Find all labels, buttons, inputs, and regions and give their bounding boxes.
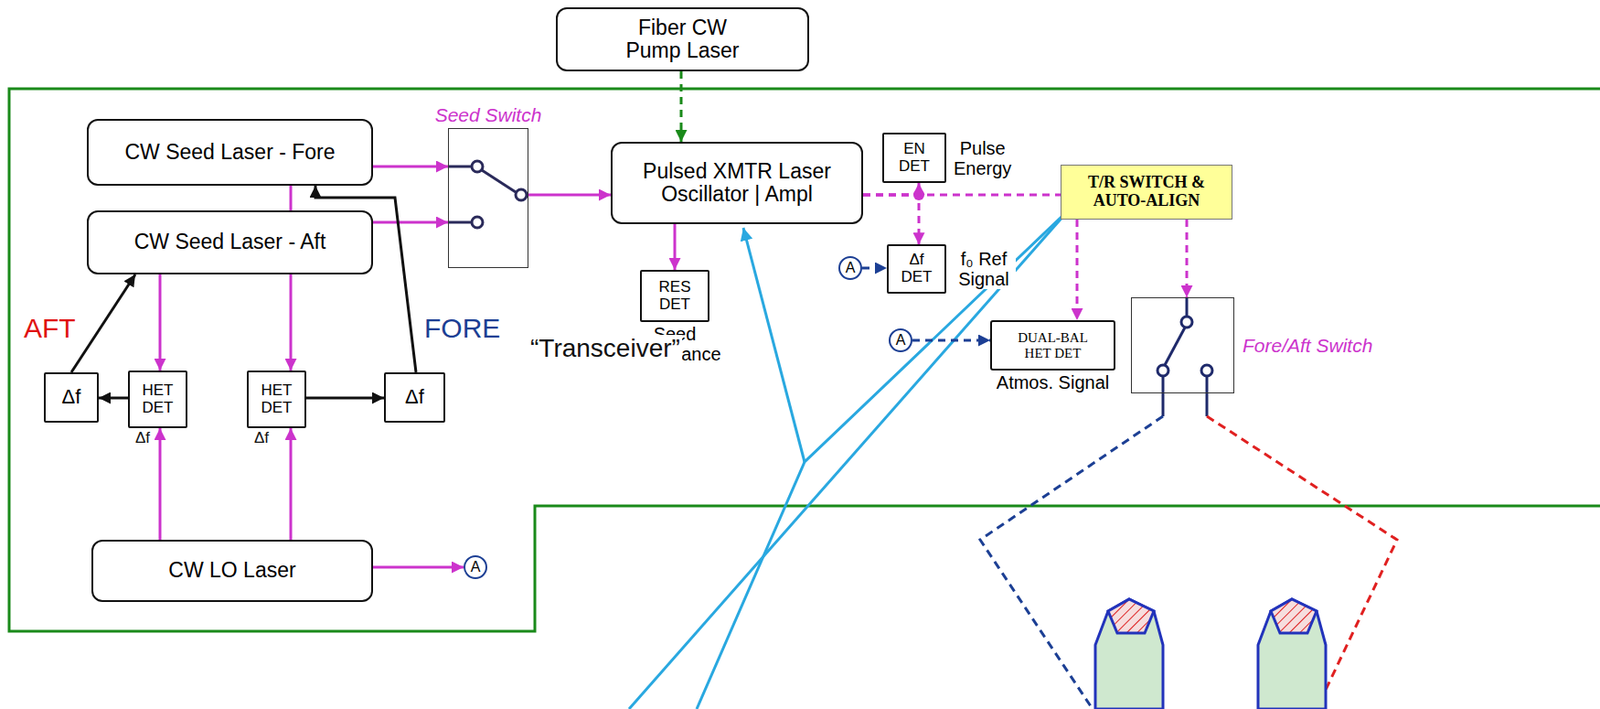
process-box: Fiber CW Pump Laser [555, 7, 810, 72]
node-caption: f₀ Ref Signal [951, 248, 1016, 289]
connector [289, 274, 293, 371]
illustration-part [1162, 375, 1165, 416]
signal-label: Δf [252, 429, 271, 448]
node-text: Fiber CW Pump Laser [614, 16, 752, 64]
process-box: Pulsed XMTR Laser Oscillator | Ampl [610, 141, 864, 224]
node-text: RES DET [659, 278, 692, 313]
process-box: CW Seed Laser - Fore [86, 118, 374, 186]
process-box: Δf DETf₀ Ref Signal [886, 244, 947, 293]
group-label: FORE [422, 312, 502, 343]
node-text: Δf DET [901, 251, 933, 286]
beam-paths [980, 416, 1398, 709]
connector [1185, 219, 1189, 298]
connector [912, 339, 991, 342]
process-box: Δf [43, 372, 99, 423]
illustration-part [743, 227, 805, 462]
node-text: A [470, 558, 481, 576]
node-text: DUAL-BAL HET DET [1009, 330, 1098, 361]
process-box: EN DETPulse Energy [882, 132, 947, 183]
illustration-part [1181, 316, 1193, 328]
illustration-part [1206, 416, 1398, 709]
node-text: HET DET [142, 382, 174, 416]
process-box: CW Seed Laser - Aft [86, 210, 374, 275]
illustration-part [1108, 598, 1154, 633]
illustration-part [629, 213, 1066, 709]
signal-label: Δf [133, 429, 152, 448]
node-text: Δf [405, 385, 425, 408]
connector [159, 274, 162, 371]
illustration-part [1270, 598, 1317, 633]
illustration-part [696, 215, 1063, 709]
connector [863, 194, 919, 245]
process-box: HET DET [246, 370, 307, 428]
process-box: DUAL-BAL HET DETAtmos. Signal [990, 320, 1116, 371]
seed-switch-symbol [448, 160, 527, 228]
process-box: CW LO Laser [91, 539, 374, 602]
telescope-fore [1095, 598, 1163, 709]
node-text: CW Seed Laser - Aft [134, 230, 327, 254]
illustration-part [980, 416, 1163, 709]
process-box: Δf [384, 372, 446, 423]
node-caption: Fore/Aft Switch [1240, 334, 1375, 356]
connector-circle: A [463, 554, 488, 579]
node-text: A [896, 331, 907, 349]
process-box: HET DET [128, 370, 188, 428]
illustration-part [448, 221, 472, 224]
telescope-aft [1258, 598, 1326, 709]
illustration-part [515, 189, 527, 201]
group-label: AFT [21, 312, 78, 343]
connector [863, 193, 1061, 197]
process-box: RES DETSeed Resonance [640, 269, 710, 322]
connector [373, 565, 464, 569]
illustration-part [471, 216, 483, 228]
node-text: Δf [62, 385, 82, 408]
illustration-part [1095, 598, 1163, 709]
connector [98, 396, 128, 400]
fore-aft-switch-symbol [1157, 297, 1213, 416]
node-caption: Seed Switch [433, 104, 544, 126]
illustration-part [1205, 375, 1209, 416]
illustration-part [471, 160, 483, 172]
connector-circle: A [888, 328, 913, 352]
connector [863, 182, 919, 195]
connector [528, 193, 611, 197]
illustration-part [1157, 364, 1169, 376]
illustration-part [1185, 297, 1189, 317]
switch-box: Fore/Aft Switch [1130, 297, 1235, 394]
connector [673, 224, 677, 270]
switch-box: Seed Switch [448, 128, 529, 268]
node-text: HET DET [261, 382, 293, 416]
illustration-part [1164, 327, 1185, 365]
node-caption: Pulse Energy [951, 138, 1014, 179]
node-caption: Atmos. Signal [994, 372, 1111, 393]
connector [306, 396, 384, 400]
transceiver-callout [629, 213, 1066, 709]
transceiver-boundary [9, 88, 1600, 631]
connector [680, 71, 683, 142]
connector [862, 266, 887, 270]
node-text: EN DET [898, 140, 930, 175]
connector [289, 185, 293, 211]
connector [373, 165, 448, 169]
node-text: CW Seed Laser - Fore [124, 140, 335, 164]
connector [159, 427, 162, 540]
connector [1076, 219, 1079, 320]
illustration-part [481, 170, 516, 192]
connector [373, 221, 448, 224]
connector [71, 274, 136, 373]
process-box: T/R SWITCH & AUTO-ALIGN [1060, 164, 1233, 220]
illustration-part [448, 165, 472, 169]
node-text: Pulsed XMTR Laser Oscillator | Ampl [629, 160, 845, 207]
connector [289, 427, 293, 540]
node-text: T/R SWITCH & AUTO-ALIGN [1077, 173, 1216, 211]
callout-label: “Transceiver” [528, 334, 683, 363]
connector-circle: A [838, 256, 863, 280]
illustration-part [1258, 598, 1326, 709]
node-text: CW LO Laser [168, 558, 296, 582]
illustration-part [1201, 364, 1213, 376]
node-text: A [845, 259, 856, 277]
